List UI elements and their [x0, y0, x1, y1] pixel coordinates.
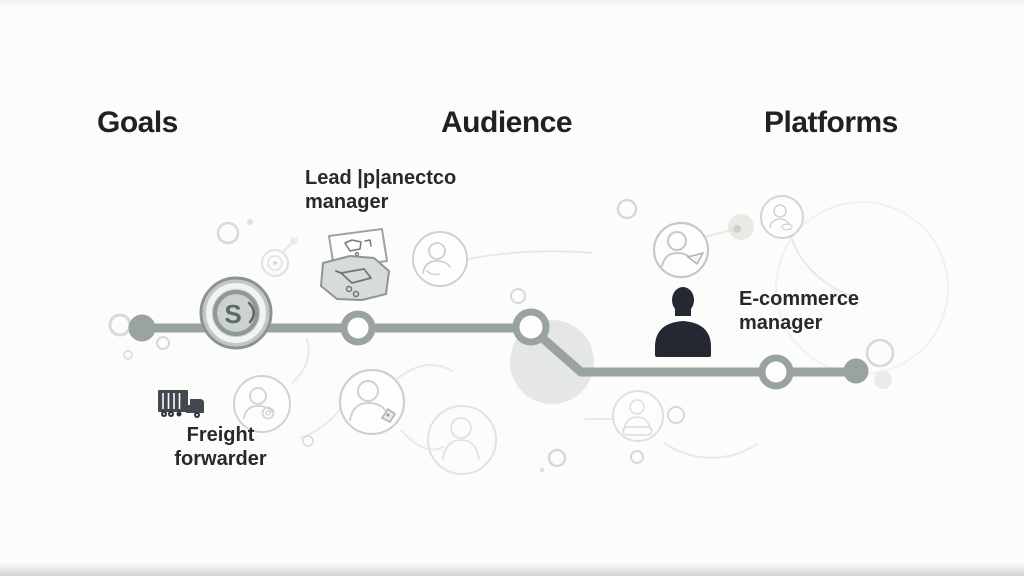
label-ecommerce-manager-line1: E-commerce — [739, 288, 860, 310]
timeline-path — [128, 308, 869, 390]
label-freight-forwarder-line1: Freight — [186, 424, 255, 446]
avatar-lead — [412, 231, 468, 287]
label-freight-forwarder: Freight forwarder — [148, 423, 293, 471]
timeline-end-dot — [843, 358, 869, 384]
decor-connector-lines — [291, 229, 853, 459]
person-silhouette-icon — [655, 287, 711, 357]
avatar-faint-right — [612, 390, 664, 442]
avatar-faint-center — [427, 405, 497, 475]
dollar-glyph: S — [224, 299, 241, 329]
label-ecommerce-manager-line2: manager — [739, 312, 823, 334]
heading-platforms: Platforms — [764, 106, 898, 139]
target-icon — [261, 237, 298, 277]
heading-audience: Audience — [441, 106, 573, 139]
bottom-edge-shading — [0, 562, 1024, 576]
label-lead-manager-line1: Lead |p|anectco — [305, 167, 457, 189]
avatar-platforms — [760, 195, 804, 239]
avatar-badge — [338, 368, 406, 436]
label-ecommerce-manager: E-commerce manager — [739, 287, 859, 335]
freight-truck-icon — [158, 390, 204, 418]
label-lead-manager: Lead |p|anectco manager — [305, 166, 456, 214]
dollar-coin-icon: S — [199, 276, 273, 350]
heading-goals: Goals — [97, 106, 178, 139]
timeline-start-dot — [128, 314, 156, 342]
avatar-money — [233, 375, 291, 433]
label-lead-manager-line2: manager — [305, 191, 389, 213]
decor-bubbles — [108, 198, 895, 473]
label-freight-forwarder-line2: forwarder — [174, 448, 267, 470]
avatar-audience — [652, 221, 710, 279]
top-edge-shading — [0, 0, 1024, 6]
timeline-node-1 — [340, 310, 376, 346]
avatar-outline-icon — [233, 195, 804, 475]
timeline-node-2 — [512, 308, 550, 346]
shopping-document-icon — [320, 228, 390, 301]
timeline-node-3 — [758, 354, 794, 390]
